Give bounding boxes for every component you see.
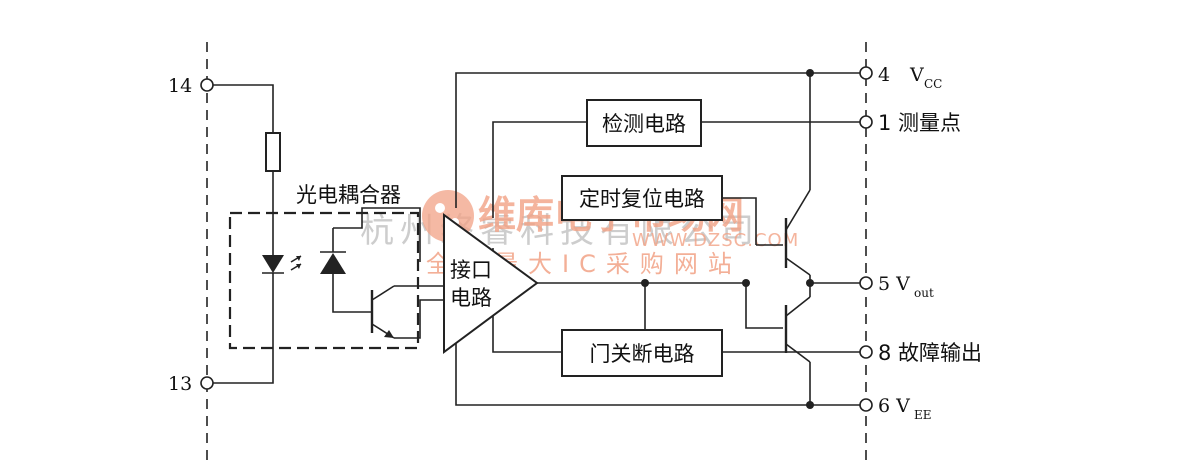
- internal-wiring: [455, 69, 860, 409]
- pin-8-label: 8 故障输出: [878, 341, 982, 365]
- photodiode-icon: [320, 207, 421, 313]
- optocoupler: 光电耦合器: [228, 183, 444, 350]
- interface-circuit: 接口 电路: [443, 213, 539, 354]
- gate-off-block: 门关断电路: [561, 329, 723, 377]
- transistor-icon: [370, 285, 444, 339]
- pin-6-sub: EE: [914, 408, 932, 422]
- input-circuit: 14 13: [168, 75, 281, 395]
- pin-1-label: 1 测量点: [878, 111, 961, 135]
- interface-label-line2: 电路: [450, 286, 492, 310]
- interface-triangle: [443, 213, 539, 354]
- output-terminals: 4 V CC 1 测量点 5 V out 8 故障输出 6 V EE: [859, 64, 982, 422]
- watermark-url: WWW.DZSC.COM: [632, 230, 799, 251]
- terminal-4: [859, 66, 873, 80]
- pin-13-label: 13: [168, 373, 192, 395]
- terminal-13: [200, 376, 214, 390]
- terminal-1: [859, 115, 873, 129]
- timer-reset-block: 定时复位电路: [561, 175, 723, 221]
- pin-4-name: V: [909, 64, 924, 86]
- interface-label-line1: 接口: [450, 258, 492, 282]
- pin-6-label: 6 V: [878, 395, 910, 417]
- detection-block: 检测电路: [586, 99, 702, 147]
- detection-label: 检测电路: [602, 112, 686, 136]
- pin-5-label: 5 V: [878, 273, 910, 295]
- pin-4-number: 4: [878, 64, 890, 86]
- timer-reset-label: 定时复位电路: [579, 187, 705, 211]
- optocoupler-label: 光电耦合器: [296, 183, 401, 207]
- terminal-6: [859, 398, 873, 412]
- led-icon: [262, 255, 302, 274]
- terminal-8: [859, 345, 873, 359]
- pin-5-sub: out: [914, 286, 934, 300]
- pin-4-sub: CC: [924, 77, 942, 91]
- optocoupler-box: [228, 211, 420, 350]
- resistor-icon: [265, 132, 281, 172]
- pin-14-label: 14: [168, 75, 192, 97]
- terminal-5: [859, 276, 873, 290]
- terminal-14: [200, 78, 214, 92]
- gate-off-label: 门关断电路: [590, 342, 695, 366]
